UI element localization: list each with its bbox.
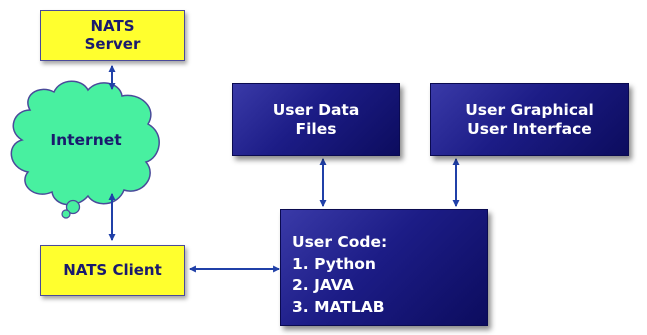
user-gui-line1: User Graphical (465, 101, 594, 120)
internet-label: Internet (50, 131, 122, 149)
user-code-title: User Code: (292, 233, 388, 251)
cloud-tail-bubble-large (65, 199, 81, 215)
nats-server-box: NATS Server (40, 10, 185, 61)
user-code-item: 3. MATLAB (292, 298, 385, 317)
nats-server-line1: NATS (90, 16, 135, 35)
user-data-files-box: User Data Files (232, 83, 400, 156)
user-code-item: 2. JAVA (292, 276, 354, 295)
user-data-files-line2: Files (295, 119, 337, 138)
internet-cloud-shape (10, 80, 160, 206)
nats-client-label: NATS Client (63, 260, 162, 279)
cloud-tail-bubble-small (61, 209, 71, 219)
user-gui-box: User Graphical User Interface (430, 83, 629, 156)
user-gui-line2: User Interface (467, 119, 592, 138)
user-code-item: 1. Python (292, 254, 376, 273)
internet-cloud (10, 80, 160, 219)
user-data-files-line1: User Data (272, 101, 360, 120)
nats-client-box: NATS Client (40, 245, 185, 296)
nats-server-line2: Server (84, 34, 141, 53)
user-code-box: User Code: 1. Python 2. JAVA 3. MATLAB (280, 209, 488, 326)
